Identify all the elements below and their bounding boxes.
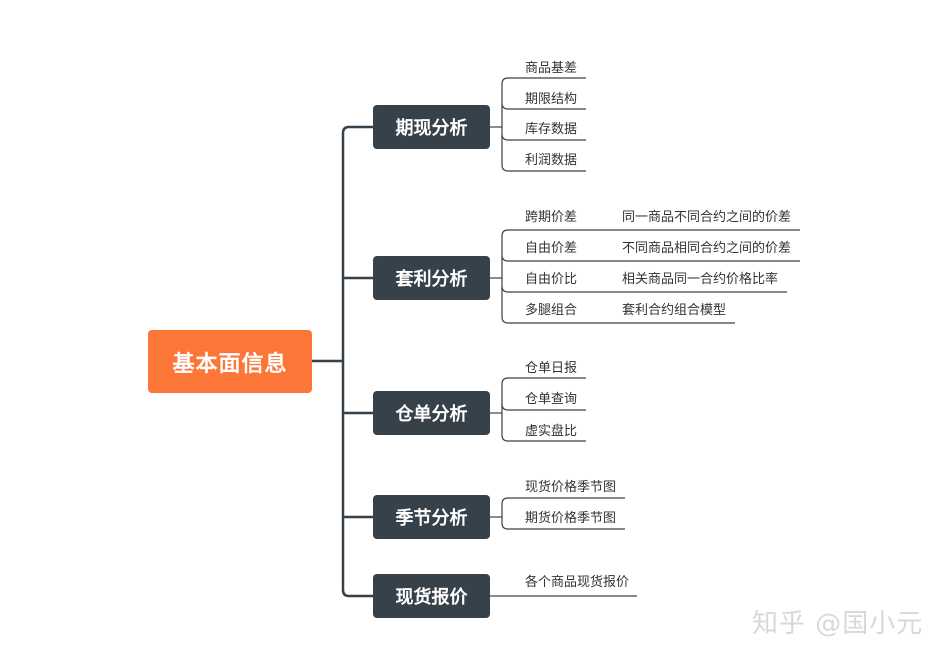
leaf-node[interactable]: 仓单查询 [525, 392, 578, 407]
leaf-node[interactable]: 期货价格季节图 [525, 511, 617, 526]
leaf-node[interactable]: 跨期价差 [525, 210, 578, 225]
topic-node[interactable]: 期现分析 [373, 105, 490, 149]
spine-connector [341, 125, 373, 598]
topic-node[interactable]: 现货报价 [373, 574, 490, 618]
leaf-node[interactable]: 商品基差 [525, 61, 578, 76]
leaf-description: 同一商品不同合约之间的价差 [622, 210, 792, 225]
leaf-bracket [501, 497, 509, 530]
leaf-node[interactable]: 各个商品现货报价 [525, 575, 630, 590]
root-node[interactable]: 基本面信息 [148, 330, 312, 393]
leaf-node[interactable]: 自由价差 [525, 241, 578, 256]
topic-node[interactable]: 季节分析 [373, 495, 490, 539]
leaf-description: 相关商品同一合约价格比率 [622, 272, 779, 287]
leaf-underline [501, 403, 586, 411]
leaf-description: 套利合约组合模型 [622, 303, 727, 318]
leaf-underline [501, 102, 586, 110]
leaf-node[interactable]: 期限结构 [525, 92, 578, 107]
leaf-underline [501, 285, 787, 293]
leaf-bracket [501, 377, 509, 442]
leaf-bracket [501, 229, 509, 324]
leaf-underline [501, 133, 586, 141]
leaf-underline [501, 254, 800, 262]
leaf-description: 不同商品相同合约之间的价差 [622, 241, 792, 256]
leaf-node[interactable]: 利润数据 [525, 153, 578, 168]
leaf-node[interactable]: 现货价格季节图 [525, 480, 617, 495]
watermark: 知乎 @国小元 [752, 609, 924, 639]
leaf-node[interactable]: 虚实盘比 [525, 424, 578, 439]
leaf-node[interactable]: 自由价比 [525, 272, 578, 287]
topic-node[interactable]: 套利分析 [373, 256, 490, 300]
topic-node[interactable]: 仓单分析 [373, 391, 490, 435]
leaf-node[interactable]: 仓单日报 [525, 361, 578, 376]
leaf-node[interactable]: 多腿组合 [525, 303, 578, 318]
leaf-node[interactable]: 库存数据 [525, 122, 578, 137]
leaf-bracket [501, 77, 509, 172]
